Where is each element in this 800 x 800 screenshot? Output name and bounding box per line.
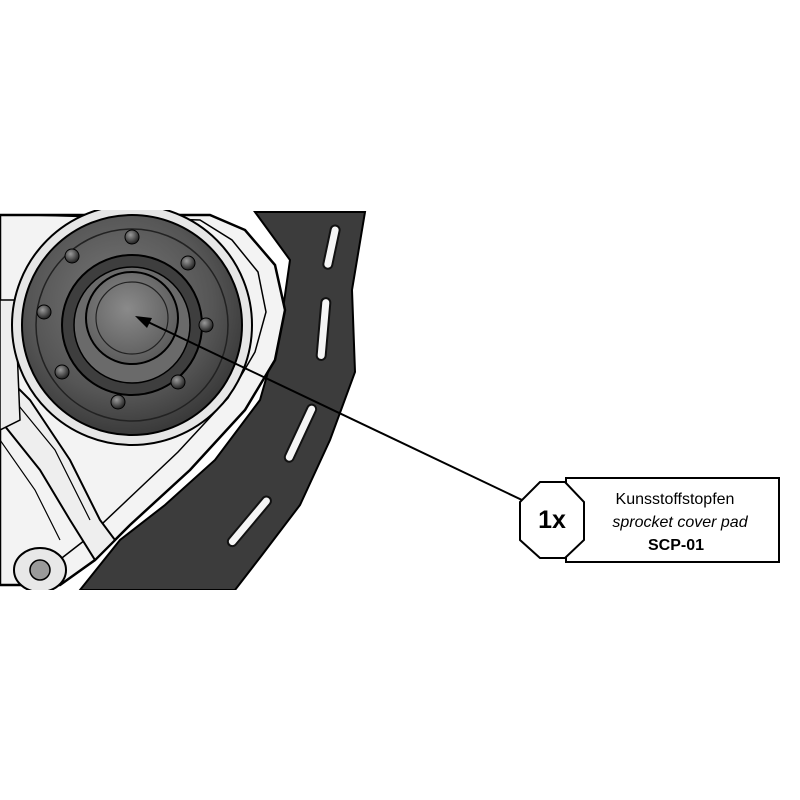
arrowhead-icon	[135, 316, 152, 328]
frame-tube-inner-edge	[29, 214, 267, 576]
sprocket-cover-pad	[85, 271, 179, 365]
hub-bolts	[36, 229, 214, 410]
part-number: SCP-01	[648, 537, 704, 554]
leader-line	[135, 316, 523, 501]
part-name-english: sprocket cover pad	[612, 514, 748, 531]
frame-drawing	[0, 210, 367, 590]
lower-boss	[13, 547, 67, 590]
plate-slots	[226, 224, 341, 548]
quantity-octagon	[519, 481, 585, 559]
callout-label-box	[565, 477, 780, 563]
part-name-german: Kunsstoffstopfen	[616, 491, 735, 508]
part-callout: 1x Kunsstoffstopfen sprocket cover pad S…	[519, 477, 780, 563]
quantity-text: 1x	[538, 506, 566, 534]
